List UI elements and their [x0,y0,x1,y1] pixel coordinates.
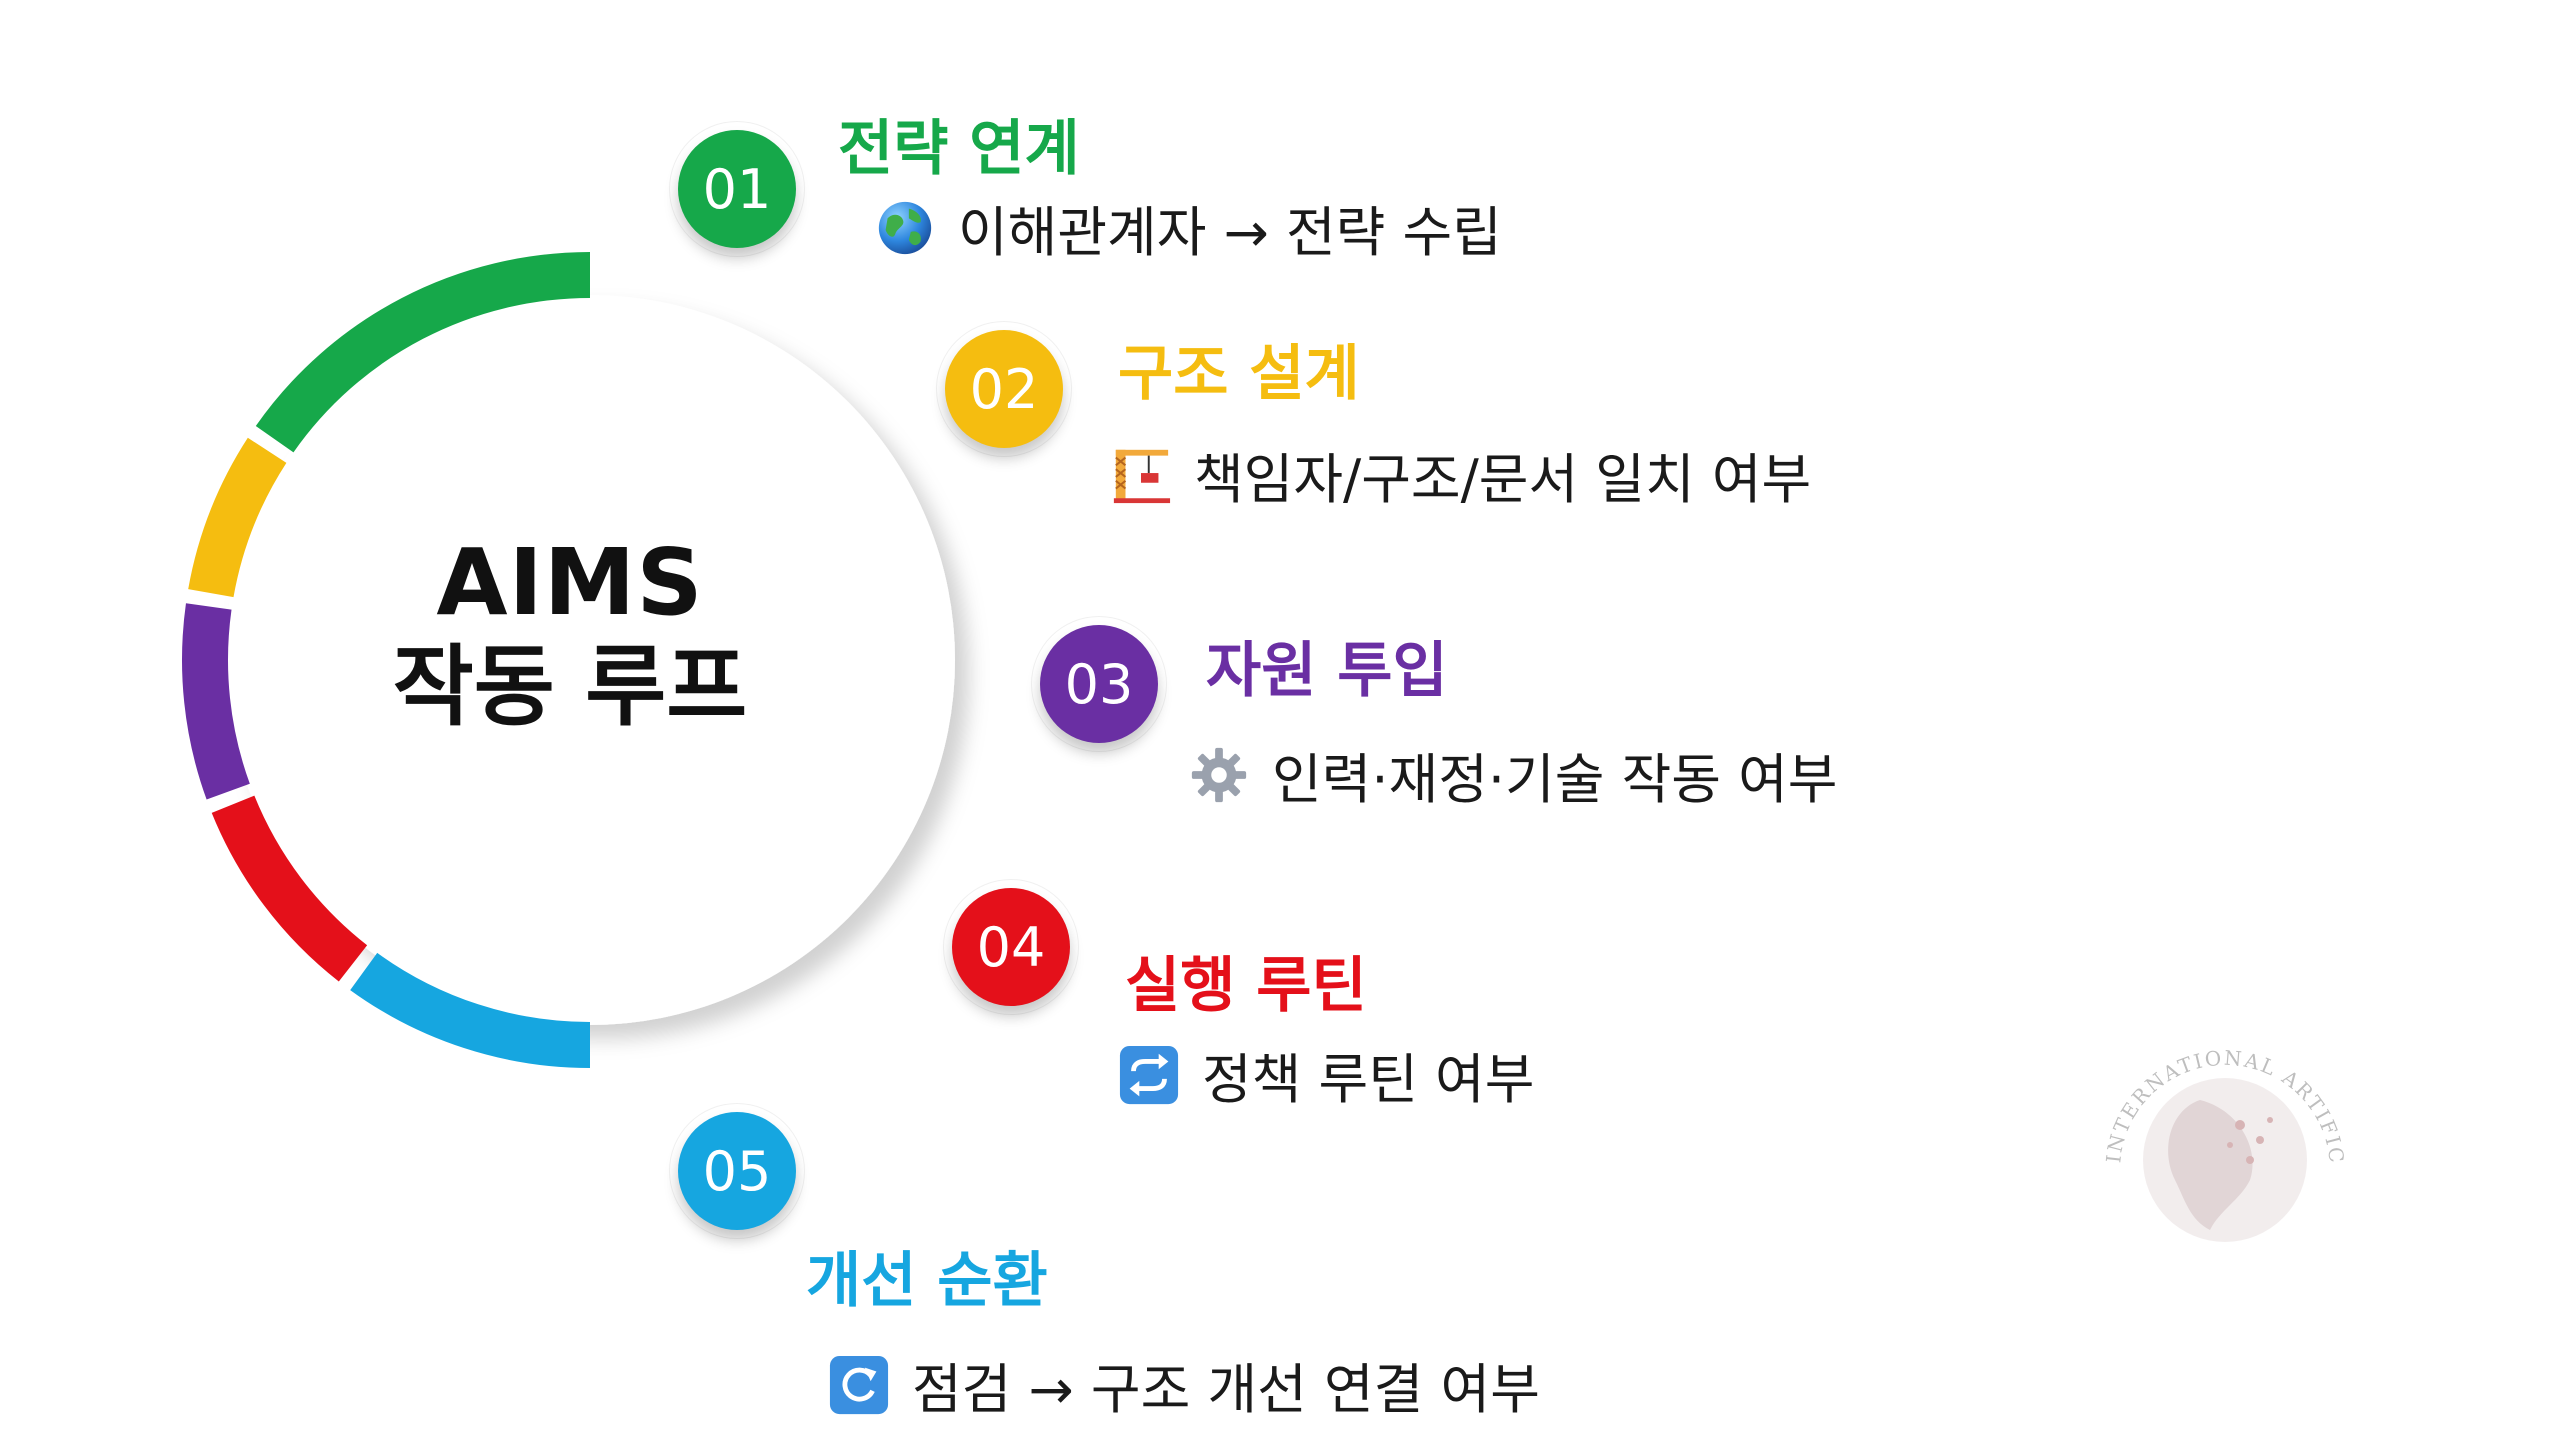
globe-icon [874,197,936,259]
step-03-description: 인력·재정·기술 작동 여부 [1272,748,1838,811]
arc-segment-01 [255,252,591,453]
gear-icon [1188,744,1250,806]
center-disc [225,295,955,1025]
step-01-number: 01 [702,157,772,221]
step-04-title: 실행 루틴 [1125,951,1367,1021]
step-04-number: 04 [976,915,1046,979]
step-04-description: 정책 루틴 여부 [1202,1048,1535,1111]
step-03-description-row: 인력·재정·기술 작동 여부 [1188,735,1837,814]
step-02-number: 02 [969,357,1039,421]
step-05-title: 개선 순환 [806,1246,1048,1316]
step-03-badge: 03 [1040,625,1158,743]
step-05-description: 점검 → 구조 개선 연결 여부 [912,1358,1540,1421]
repeat-icon [1118,1044,1180,1106]
step-04-description-row: 정책 루틴 여부 [1118,1035,1534,1114]
step-01-title: 전략 연계 [838,114,1080,184]
step-03-title: 자원 투입 [1206,636,1448,706]
arc-segment-03 [182,603,250,800]
arc-segment-05 [350,952,591,1068]
step-01-description-row: 이해관계자 → 전략 수립 [874,188,1502,267]
arc-segment-04 [211,795,368,982]
step-02-badge: 02 [945,330,1063,448]
step-01-description: 이해관계자 → 전략 수립 [958,201,1502,264]
refresh-icon [828,1354,890,1416]
step-02-title: 구조 설계 [1118,339,1360,409]
step-05-description-row: 점검 → 구조 개선 연결 여부 [828,1345,1540,1424]
step-05-number: 05 [702,1139,772,1203]
academy-logo: INTERNATIONAL ARTIFICIAL INTELLIGENCE AC… [2080,1010,2347,1242]
center-title-line1: AIMS [436,529,704,636]
step-02-description-row: 책임자/구조/문서 일치 여부 [1110,435,1811,514]
arc-segments [182,252,591,1068]
center-title-line2: 작동 루프 [392,634,748,738]
step-04-badge: 04 [952,888,1070,1006]
center-title: AIMS 작동 루프 [300,530,840,737]
step-05-badge: 05 [678,1112,796,1230]
crane-icon [1110,444,1172,506]
step-01-badge: 01 [678,130,796,248]
arc-segment-02 [188,437,287,598]
step-03-number: 03 [1064,652,1134,716]
step-02-description: 책임자/구조/문서 일치 여부 [1194,448,1812,511]
